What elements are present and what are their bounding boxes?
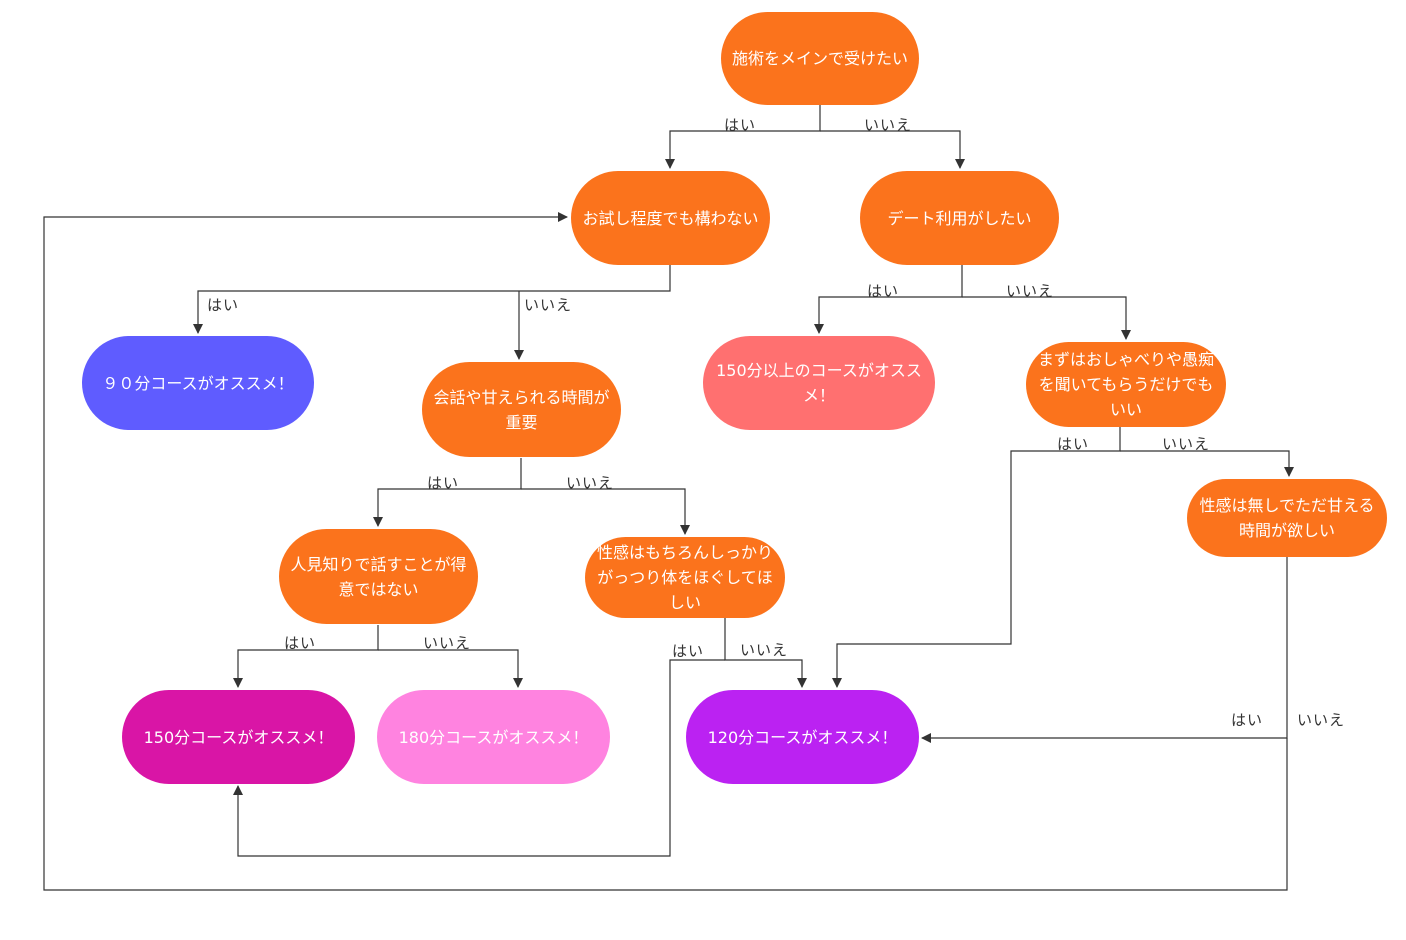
edge-label-q6-yes: はい — [284, 634, 317, 652]
edge-label-q1-yes: はい — [724, 116, 757, 134]
node-shy-talking: 人見知りで話すことが得 意ではない — [279, 529, 478, 624]
node-result-150min-plus: 150分以上のコースがオスス メ！ — [703, 336, 935, 430]
edge-label-q1-no: いいえ — [864, 116, 913, 134]
edge-label-q4-no: いいえ — [566, 474, 615, 492]
node-result-120min: 120分コースがオススメ！ — [686, 690, 919, 784]
edge-label-q6-no: いいえ — [423, 634, 472, 652]
edge-q5-yes — [832, 427, 1121, 688]
node-trial-ok: お試し程度でも構わない — [571, 171, 770, 265]
edge-q3-yes — [814, 265, 963, 334]
edge-label-q8-no: いいえ — [1297, 711, 1346, 729]
edge-q6-no — [378, 649, 523, 688]
node-result-90min: ９０分コースがオススメ！ — [82, 336, 314, 430]
edge-label-q3-no: いいえ — [1006, 282, 1055, 300]
edge-q4-no — [521, 488, 690, 535]
edge-label-q3-yes: はい — [867, 282, 900, 300]
edge-label-q5-yes: はい — [1057, 435, 1090, 453]
edge-label-q5-no: いいえ — [1162, 435, 1211, 453]
node-main-treatment: 施術をメインで受けたい — [721, 12, 919, 105]
edge-q5-no — [1120, 450, 1294, 477]
edge-label-q8-yes: はい — [1231, 711, 1264, 729]
edge-label-q7-no: いいえ — [740, 641, 789, 659]
node-date-use: デート利用がしたい — [860, 171, 1059, 265]
node-result-150min: 150分コースがオススメ！ — [122, 690, 355, 784]
edge-q1-no — [820, 130, 965, 169]
node-massage-thorough: 性感はもちろんしっかり がっつり体をほぐしてほ しい — [585, 537, 785, 618]
edge-q2-yes — [193, 265, 671, 334]
node-conversation-important: 会話や甘えられる時間が 重要 — [422, 362, 621, 457]
edge-label-q2-no: いいえ — [524, 296, 573, 314]
edge-label-q4-yes: はい — [427, 474, 460, 492]
edge-q8-no — [43, 212, 1288, 891]
edge-q1-yes — [665, 105, 821, 169]
edge-q6-yes — [233, 625, 379, 688]
edge-q4-yes — [373, 458, 522, 527]
edge-q7-no — [724, 618, 807, 688]
edge-q3-no — [962, 296, 1131, 340]
edge-label-q2-yes: はい — [207, 296, 240, 314]
node-cuddle-time: 性感は無しでただ甘える 時間が欲しい — [1187, 479, 1387, 557]
node-result-180min: 180分コースがオススメ！ — [377, 690, 610, 784]
edge-q7-yes — [233, 659, 725, 857]
edge-label-q7-yes: はい — [672, 642, 705, 660]
node-chat-listen: まずはおしゃべりや愚痴 を聞いてもらうだけでも いい — [1026, 342, 1226, 427]
